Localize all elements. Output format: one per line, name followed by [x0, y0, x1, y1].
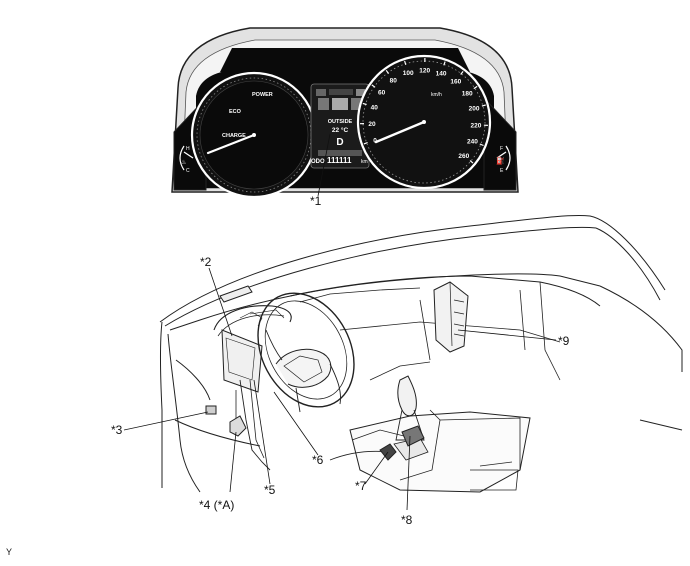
temp-gauge-h-label: H: [186, 146, 190, 152]
gear-position: D: [336, 137, 343, 148]
odometer-value: 111111: [327, 156, 352, 165]
power-meter: POWER ECO CHARGE: [192, 73, 316, 197]
speed-tick-label: 240: [467, 139, 478, 146]
odo-unit: km: [361, 159, 368, 165]
leader-4: [230, 432, 236, 492]
component-3: [206, 406, 216, 414]
speed-tick-label: 260: [458, 153, 469, 160]
leader-5: [254, 380, 270, 484]
outside-label: OUTSIDE: [328, 119, 353, 125]
charge-label: CHARGE: [222, 133, 246, 139]
leader-9: [458, 330, 556, 340]
callout-6: *6: [312, 454, 323, 466]
dashboard: [160, 215, 682, 492]
leader-3: [124, 412, 208, 430]
callout-8: *8: [401, 514, 412, 526]
component-4: [230, 416, 246, 436]
figure-id: Y: [6, 547, 12, 557]
outside-temperature: 22 °C: [332, 126, 349, 134]
callout-1: *1: [310, 195, 321, 207]
callout-5: *5: [264, 484, 275, 496]
speed-tick-label: 120: [419, 68, 430, 75]
speed-unit: km/h: [431, 92, 442, 98]
callout-7: *7: [355, 480, 366, 492]
power-label: POWER: [252, 92, 273, 98]
speed-tick-label: 200: [469, 106, 480, 113]
speed-tick-label: 140: [436, 70, 447, 77]
callout-4: *4 (*A): [199, 499, 234, 511]
speed-tick-label: 80: [390, 78, 398, 85]
eco-label: ECO: [229, 109, 242, 115]
speed-tick-label: 40: [371, 104, 379, 111]
callout-9: *9: [558, 335, 569, 347]
speed-tick-label: 180: [462, 91, 473, 98]
temp-gauge-c-label: C: [186, 168, 190, 174]
thermometer-icon: ♨: [181, 159, 186, 166]
callout-2: *2: [200, 256, 211, 268]
speed-tick-label: 20: [368, 121, 376, 128]
odo-label: ODO: [311, 159, 325, 165]
speed-tick-label: 220: [470, 122, 481, 129]
speed-tick-label: 160: [450, 78, 461, 85]
fuel-gauge-f-label: F: [500, 146, 503, 152]
speed-tick-label: 60: [378, 89, 386, 96]
callout-3: *3: [111, 424, 122, 436]
speed-tick-label: 100: [403, 70, 414, 77]
car-status-icon: [332, 98, 348, 110]
indicator-block: [316, 89, 326, 96]
instrument-cluster: H C ♨ F E ⛽ POWER ECO CHARGE: [172, 28, 518, 197]
fuel-pump-icon: ⛽: [496, 156, 505, 165]
